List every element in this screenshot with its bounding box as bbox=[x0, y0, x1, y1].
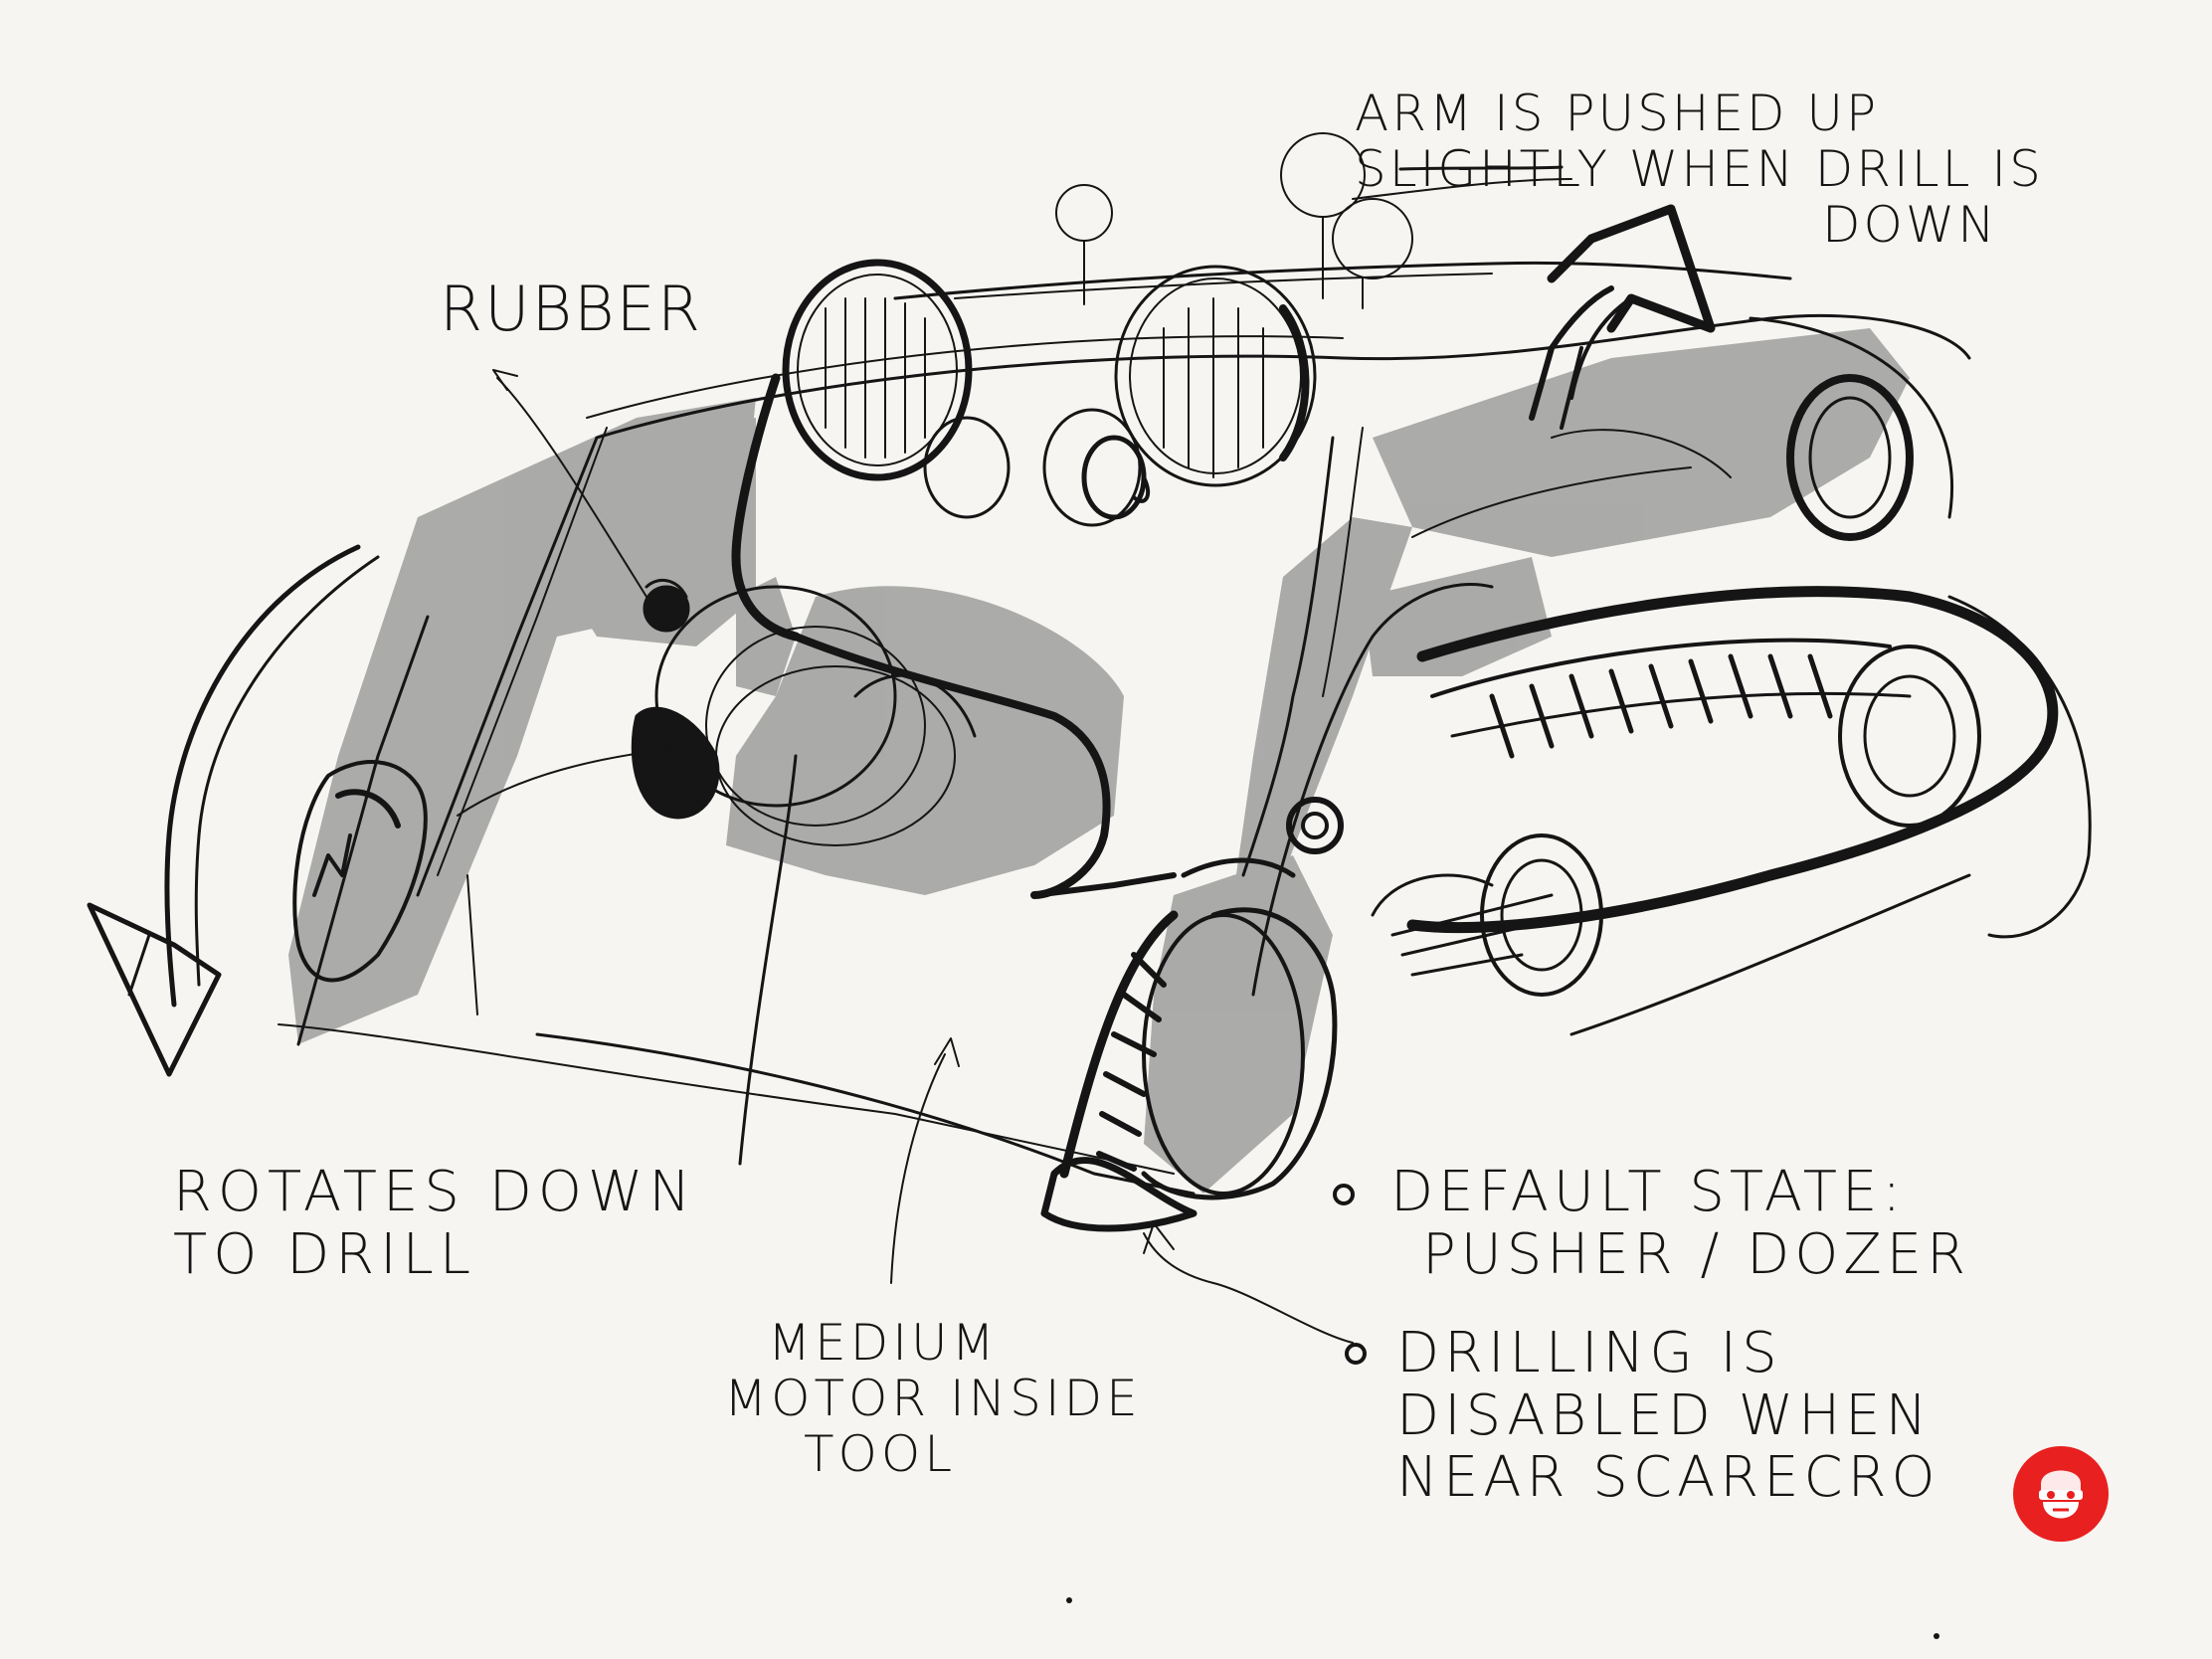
annotation-default-line-1: DEFAULT STATE: bbox=[1390, 1160, 1907, 1224]
stray-dot bbox=[1934, 1633, 1939, 1639]
pen-strokes bbox=[87, 132, 2092, 1344]
annotation-rotates-down: ROTATES DOWN TO DRILL bbox=[173, 1160, 697, 1287]
annotation-default-state: DEFAULT STATE: PUSHER / DOZER bbox=[1390, 1160, 1971, 1287]
annotation-motor-line-3: TOOL bbox=[804, 1425, 957, 1483]
annotation-default-line-2: PUSHER / DOZER bbox=[1422, 1221, 1971, 1287]
bullet-point-default bbox=[1333, 1184, 1355, 1205]
annotation-drilling-line-2: DISABLED WHEN bbox=[1396, 1382, 1933, 1448]
stray-dot bbox=[1066, 1597, 1072, 1603]
annotation-drilling-line-1: DRILLING IS bbox=[1396, 1321, 1782, 1385]
annotation-arm-pushed-up: ARM IS PUSHED UP SLIGHTLY WHEN DRILL IS … bbox=[1355, 86, 2044, 253]
annotation-drilling-disabled: DRILLING IS DISABLED WHEN NEAR SCARECRO bbox=[1396, 1321, 1940, 1511]
annotation-arm-line-1: ARM IS PUSHED UP bbox=[1355, 85, 1880, 142]
annotation-motor-line-2: MOTOR INSIDE bbox=[724, 1370, 1142, 1427]
annotation-rotates-line-1: ROTATES DOWN bbox=[173, 1160, 697, 1224]
annotation-drilling-line-3: NEAR SCARECRO bbox=[1396, 1445, 1940, 1511]
annotation-arm-line-2: SLIGHTLY WHEN DRILL IS bbox=[1355, 140, 2044, 198]
annotation-medium-motor: MEDIUM MOTOR INSIDE TOOL bbox=[724, 1315, 1142, 1482]
bullet-point-drilling bbox=[1345, 1343, 1367, 1365]
annotation-rotates-line-2: TO DRILL bbox=[173, 1221, 477, 1287]
annotation-rubber-text: RUBBER bbox=[440, 273, 702, 345]
annotation-rubber: RUBBER bbox=[440, 273, 702, 345]
annotation-motor-line-1: MEDIUM bbox=[768, 1314, 999, 1372]
bearded-face-logo-icon bbox=[2013, 1446, 2109, 1542]
annotation-arm-line-3: DOWN bbox=[1822, 196, 1998, 254]
